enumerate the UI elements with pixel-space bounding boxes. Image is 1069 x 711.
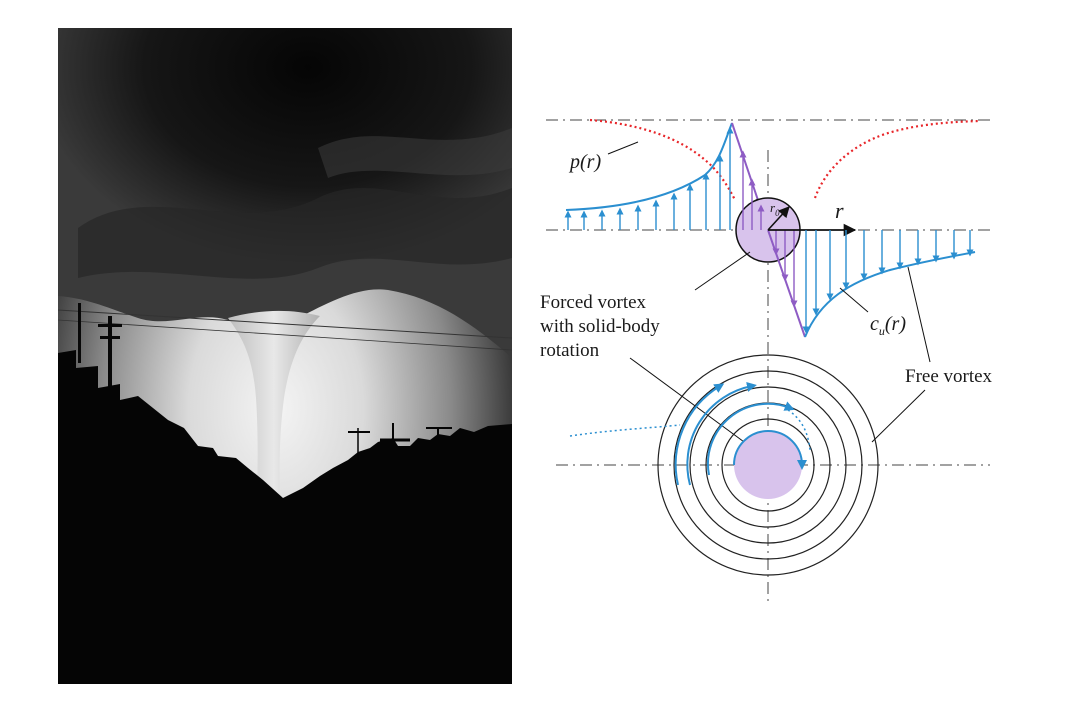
velocity-curve-left bbox=[565, 122, 733, 211]
velocity-arrows-left bbox=[564, 126, 734, 230]
incoming-streamline bbox=[569, 424, 681, 437]
core-velocity-arrows bbox=[739, 150, 798, 308]
circulation-arrows bbox=[674, 382, 807, 486]
r0-sub: 0 bbox=[775, 208, 780, 218]
free-vortex-label: Free vortex bbox=[905, 366, 993, 387]
pressure-label: p(r) bbox=[568, 151, 601, 173]
pressure-curve-right bbox=[813, 119, 981, 199]
velocity-arrows-right bbox=[802, 230, 974, 334]
storm-cloud bbox=[58, 28, 512, 358]
town-silhouette bbox=[58, 350, 512, 684]
cu-label-tail: (r) bbox=[885, 313, 906, 335]
r0-label: r bbox=[770, 200, 776, 215]
svg-text:cu(r): cu(r) bbox=[870, 313, 906, 338]
r-label: r bbox=[835, 198, 844, 223]
tornado-funnel bbox=[228, 310, 320, 498]
forced-vortex-label: Forced vortex with solid-body rotation bbox=[540, 292, 665, 361]
tornado-photo bbox=[58, 28, 512, 684]
core-circle-bottom bbox=[734, 431, 802, 499]
vortex-diagram: r0 r p(r) cu(r) Forced vortex with solid… bbox=[540, 118, 993, 605]
svg-text:r0: r0 bbox=[770, 200, 780, 218]
pressure-curve-left bbox=[589, 118, 736, 201]
cu-label-main: c bbox=[870, 313, 879, 335]
cu-label-sub: u bbox=[879, 324, 885, 338]
r0-arrow bbox=[767, 206, 790, 231]
streamline-circles bbox=[657, 354, 879, 576]
